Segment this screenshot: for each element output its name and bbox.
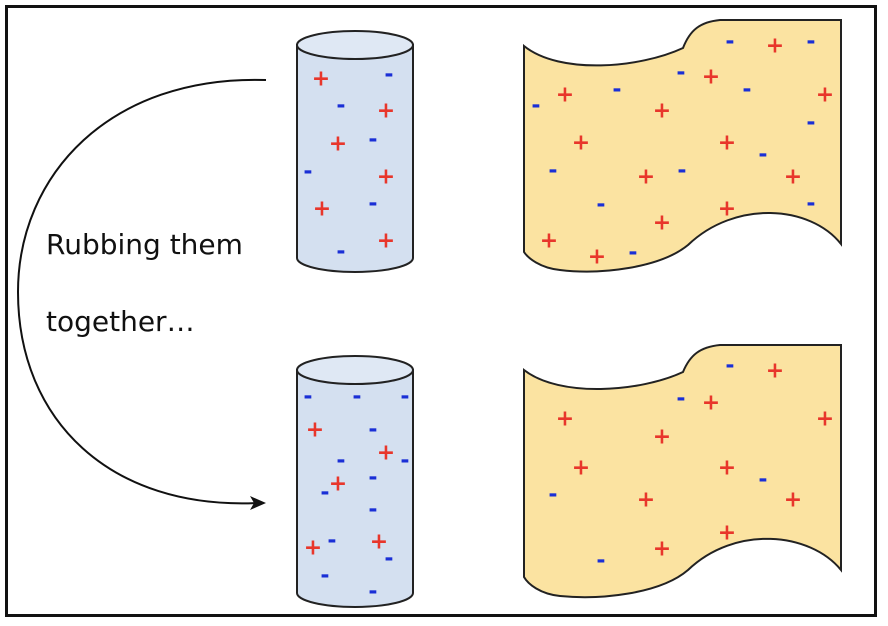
negative-charge-icon: - xyxy=(628,241,637,266)
positive-charge-icon: + xyxy=(816,407,834,432)
negative-charge-icon: - xyxy=(806,192,815,217)
negative-charge-icon: - xyxy=(531,94,540,119)
positive-charge-icon: + xyxy=(702,65,720,90)
diagram-frame xyxy=(5,5,877,617)
negative-charge-icon: - xyxy=(548,159,557,184)
negative-charge-icon: - xyxy=(742,78,751,103)
rod-top-cap xyxy=(296,30,414,60)
negative-charge-icon: - xyxy=(384,63,393,88)
positive-charge-icon: + xyxy=(377,441,395,466)
positive-charge-icon: + xyxy=(588,245,606,270)
rod-after xyxy=(296,355,414,608)
positive-charge-icon: + xyxy=(556,83,574,108)
negative-charge-icon: - xyxy=(676,61,685,86)
negative-charge-icon: - xyxy=(368,466,377,491)
negative-charge-icon: - xyxy=(758,468,767,493)
positive-charge-icon: + xyxy=(377,99,395,124)
positive-charge-icon: + xyxy=(718,131,736,156)
negative-charge-icon: - xyxy=(320,564,329,589)
positive-charge-icon: + xyxy=(313,197,331,222)
rod-top-cap xyxy=(296,355,414,385)
negative-charge-icon: - xyxy=(327,529,336,554)
process-arrow xyxy=(16,78,267,510)
negative-charge-icon: - xyxy=(400,385,409,410)
caption-line-2: together… xyxy=(46,305,195,338)
positive-charge-icon: + xyxy=(556,407,574,432)
positive-charge-icon: + xyxy=(816,83,834,108)
negative-charge-icon: - xyxy=(725,30,734,55)
positive-charge-icon: + xyxy=(306,418,324,443)
positive-charge-icon: + xyxy=(718,197,736,222)
positive-charge-icon: + xyxy=(304,536,322,561)
negative-charge-icon: - xyxy=(336,240,345,265)
positive-charge-icon: + xyxy=(784,488,802,513)
caption-line-1: Rubbing them xyxy=(46,228,243,261)
negative-charge-icon: - xyxy=(336,449,345,474)
negative-charge-icon: - xyxy=(676,387,685,412)
negative-charge-icon: - xyxy=(677,159,686,184)
negative-charge-icon: - xyxy=(384,547,393,572)
positive-charge-icon: + xyxy=(653,425,671,450)
positive-charge-icon: + xyxy=(377,165,395,190)
negative-charge-icon: - xyxy=(303,160,312,185)
positive-charge-icon: + xyxy=(540,229,558,254)
negative-charge-icon: - xyxy=(400,449,409,474)
negative-charge-icon: - xyxy=(368,418,377,443)
positive-charge-icon: + xyxy=(718,521,736,546)
positive-charge-icon: + xyxy=(653,537,671,562)
positive-charge-icon: + xyxy=(637,488,655,513)
arrowhead-icon xyxy=(250,496,266,510)
positive-charge-icon: + xyxy=(572,131,590,156)
positive-charge-icon: + xyxy=(784,165,802,190)
rod-before xyxy=(296,30,414,273)
positive-charge-icon: + xyxy=(637,165,655,190)
arrow-curve xyxy=(16,78,267,505)
positive-charge-icon: + xyxy=(766,34,784,59)
negative-charge-icon: - xyxy=(758,143,767,168)
rod-body xyxy=(296,44,414,273)
positive-charge-icon: + xyxy=(702,391,720,416)
positive-charge-icon: + xyxy=(329,472,347,497)
negative-charge-icon: - xyxy=(596,193,605,218)
positive-charge-icon: + xyxy=(766,359,784,384)
negative-charge-icon: - xyxy=(368,128,377,153)
positive-charge-icon: + xyxy=(312,67,330,92)
positive-charge-icon: + xyxy=(377,229,395,254)
positive-charge-icon: + xyxy=(329,132,347,157)
positive-charge-icon: + xyxy=(718,456,736,481)
positive-charge-icon: + xyxy=(370,530,388,555)
negative-charge-icon: - xyxy=(612,78,621,103)
cloth-body xyxy=(523,19,842,273)
cloth-before xyxy=(523,19,842,273)
negative-charge-icon: - xyxy=(596,549,605,574)
charge-markers: +--++--++--+---+-+---+--+-+----+--+-+--+… xyxy=(303,30,834,605)
negative-charge-icon: - xyxy=(548,483,557,508)
positive-charge-icon: + xyxy=(653,211,671,236)
negative-charge-icon: - xyxy=(320,481,329,506)
negative-charge-icon: - xyxy=(806,30,815,55)
positive-charge-icon: + xyxy=(572,456,590,481)
negative-charge-icon: - xyxy=(725,354,734,379)
negative-charge-icon: - xyxy=(352,385,361,410)
cloth-body xyxy=(523,344,842,599)
rod-body xyxy=(296,369,414,608)
negative-charge-icon: - xyxy=(368,498,377,523)
negative-charge-icon: - xyxy=(806,111,815,136)
positive-charge-icon: + xyxy=(653,99,671,124)
cloth-after xyxy=(523,344,842,599)
negative-charge-icon: - xyxy=(336,94,345,119)
negative-charge-icon: - xyxy=(303,385,312,410)
negative-charge-icon: - xyxy=(368,192,377,217)
negative-charge-icon: - xyxy=(368,580,377,605)
